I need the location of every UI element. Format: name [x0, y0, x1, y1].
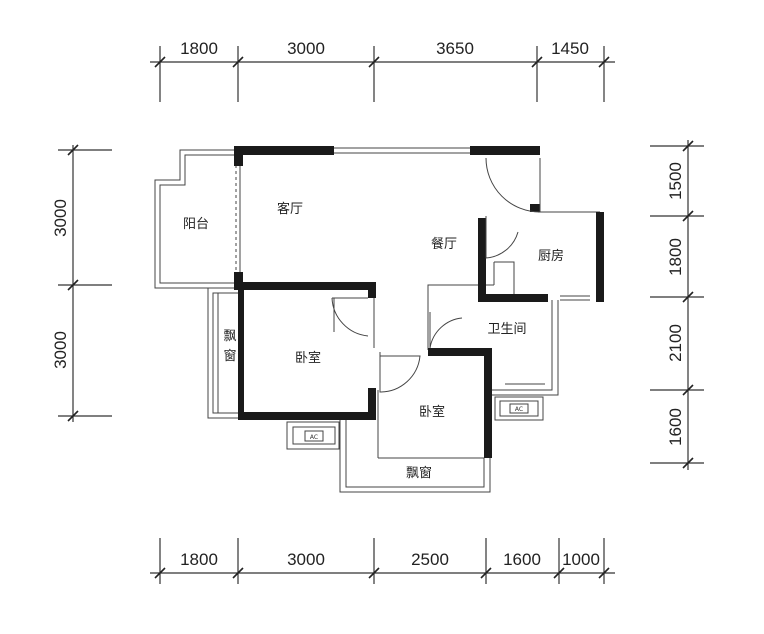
room-label-kitchen: 厨房: [538, 248, 564, 264]
right-dim-4: 1600: [666, 408, 685, 446]
room-label-bedroom-main: 卧室: [295, 350, 321, 366]
doors: [331, 157, 541, 393]
bottom-dim-4: 1600: [503, 550, 541, 569]
right-dim-3: 2100: [666, 324, 685, 362]
bay-window-left-char-1: 飘: [223, 329, 236, 344]
ac-unit-right: AC: [499, 400, 539, 417]
bottom-dim-3: 2500: [411, 550, 449, 569]
top-dim-2: 3000: [287, 39, 325, 58]
bottom-dim-1: 1800: [180, 550, 218, 569]
top-dim-3: 3650: [436, 39, 474, 58]
ac-label-right: AC: [515, 406, 523, 413]
room-label-dining-room: 餐厅: [431, 236, 457, 252]
room-label-living-room: 客厅: [277, 201, 303, 217]
left-dim-1: 3000: [51, 199, 70, 237]
top-dim-1: 1800: [180, 39, 218, 58]
ac-unit-left: AC: [292, 426, 336, 445]
left-dim-2: 3000: [51, 331, 70, 369]
right-dim-2: 1800: [666, 238, 685, 276]
top-dim-4: 1450: [551, 39, 589, 58]
walls: [234, 146, 604, 458]
room-labels: 阳台 客厅 餐厅 厨房 卫生间 卧室 卧室 飘窗: [183, 201, 564, 481]
ac-label-left: AC: [310, 434, 318, 441]
left-dimension-line: 3000 3000: [51, 144, 112, 422]
bottom-dim-5: 1000: [562, 550, 600, 569]
room-label-bedroom-second: 卧室: [419, 404, 445, 420]
room-label-bay-window-bottom: 飘窗: [406, 465, 432, 481]
room-label-balcony: 阳台: [183, 217, 209, 232]
bay-window-left-char-2: 窗: [223, 348, 236, 364]
thin-outlines: [154, 147, 600, 493]
bottom-dimension-line: 1800 3000 2500 1600 1000: [150, 538, 615, 584]
room-label-bathroom: 卫生间: [487, 322, 526, 337]
bottom-dim-2: 3000: [287, 550, 325, 569]
right-dim-1: 1500: [666, 162, 685, 200]
right-dimension-line: 1500 1800 2100 1600: [650, 140, 704, 470]
room-label-bay-window-left: 飘 窗: [223, 329, 236, 364]
top-dimension-line: 1800 3000 3650 1450: [150, 39, 615, 102]
